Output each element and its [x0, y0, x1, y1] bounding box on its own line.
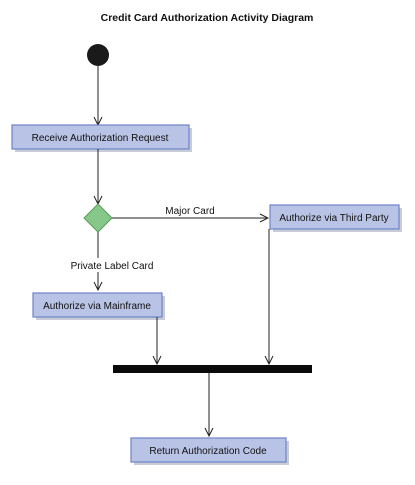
diagram-title: Credit Card Authorization Activity Diagr…: [101, 12, 314, 24]
action-return-authorization-code: Return Authorization Code: [130, 437, 289, 465]
action-label: Authorize via Mainframe: [43, 301, 151, 312]
action-label: Authorize via Third Party: [279, 213, 388, 224]
start-node: [87, 44, 109, 66]
join-bar: [113, 365, 312, 373]
action-label: Return Authorization Code: [149, 446, 267, 457]
action-authorize-via-mainframe: Authorize via Mainframe: [32, 292, 165, 320]
action-authorize-via-third-party: Authorize via Third Party: [269, 204, 402, 232]
edge-label-background: [62, 258, 162, 272]
action-label: Receive Authorization Request: [32, 133, 169, 144]
decision-node: [83, 203, 113, 233]
edge-label-private-label-card: Private Label Card: [71, 261, 154, 272]
edge-label-major-card: Major Card: [165, 206, 214, 217]
action-receive-authorization-request: Receive Authorization Request: [11, 124, 192, 152]
